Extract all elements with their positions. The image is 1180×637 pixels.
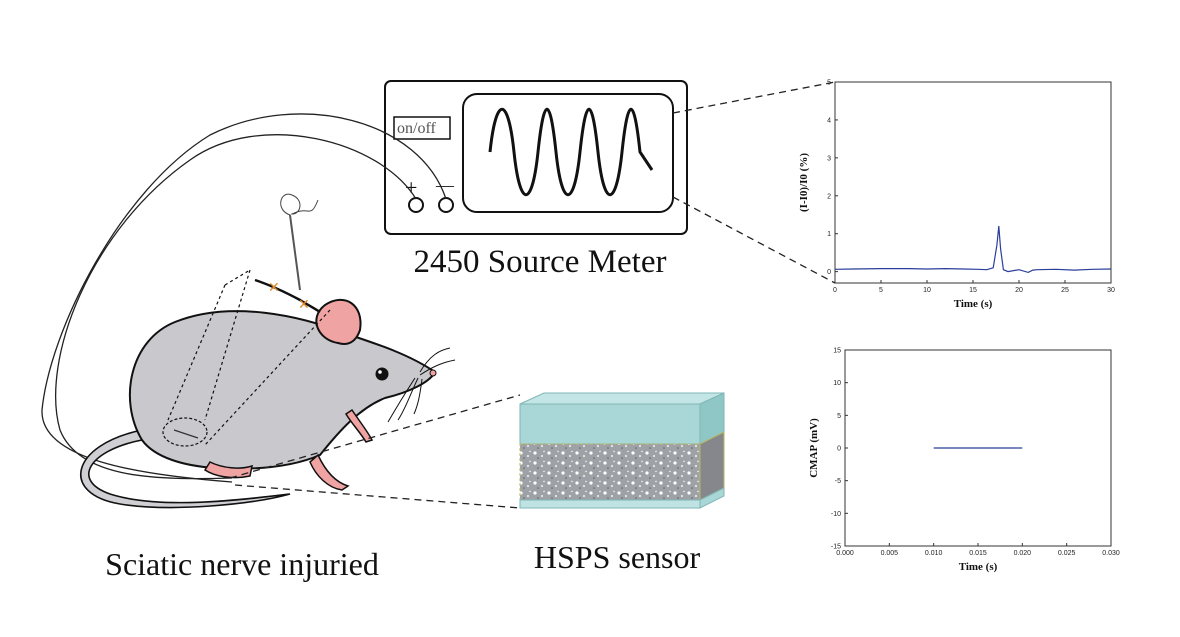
zoom-lines-nerve (167, 269, 331, 446)
implant-site (162, 417, 208, 447)
y-tick-label: 15 (833, 348, 841, 355)
suture-needle (289, 214, 301, 291)
mouse-paw (344, 408, 374, 443)
mouse-tail (80, 429, 291, 509)
hsps-caption: HSPS sensor (534, 539, 701, 575)
sciatic-nerve (254, 278, 321, 314)
x-tick-label: 5 (879, 287, 883, 294)
on-off-switch (393, 116, 451, 140)
mouse-illustration (80, 299, 456, 509)
sensor-top-layer (519, 403, 701, 445)
x-tick-label: 0.015 (969, 550, 987, 557)
source-meter-screen (462, 93, 674, 213)
y-tick-label: -10 (831, 511, 841, 518)
source-meter: on/off + — 2450 Source Meter (384, 80, 688, 280)
mouse-hind-foot (203, 461, 253, 479)
y-tick-label: 0 (827, 269, 831, 276)
x-tick-label: 25 (1061, 287, 1069, 294)
screen-waveform (488, 107, 654, 197)
sciatic-caption: Sciatic nerve injuried (105, 546, 379, 582)
mouse-eye (375, 367, 389, 381)
y-tick-label: 3 (827, 155, 831, 162)
source-meter-caption: 2450 Source Meter (414, 244, 667, 280)
y-tick-label: 0 (837, 446, 841, 453)
y-tick-label: 5 (837, 413, 841, 420)
sensor-bottom-layer (519, 499, 701, 509)
y-tick-label: 5 (827, 80, 831, 87)
nerve-inset: ✕ ✕ (167, 193, 331, 446)
x-tick-label: 0.010 (925, 550, 943, 557)
cmap-chart: 0.000 0.005 0.010 0.015 0.020 0.025 0.030 -15 -1… (808, 348, 1120, 574)
x-tick-label: 0.005 (881, 550, 899, 557)
mouse-whiskers (387, 347, 456, 423)
suture-mark-2: ✕ (298, 297, 310, 313)
y-tick-label: 2 (827, 193, 831, 200)
y-tick-label: 4 (827, 117, 831, 124)
y-axis-label: (I-I0)/I0 (%) (798, 153, 810, 212)
suture-mark-1: ✕ (268, 280, 280, 296)
x-tick-label: 0.020 (1014, 550, 1032, 557)
minus-label: — (435, 175, 455, 195)
mouse-nose (429, 369, 437, 377)
hsps-sensor: HSPS sensor (519, 392, 725, 575)
x-axis-label: Time (s) (959, 561, 998, 573)
series-line (834, 226, 1112, 274)
x-tick-label: 0.000 (836, 550, 854, 557)
x-tick-label: 10 (923, 287, 931, 294)
y-tick-label: -15 (831, 544, 841, 551)
on-off-label: on/off (397, 120, 436, 137)
mouse-front-foot (309, 453, 350, 491)
y-tick-label: 1 (827, 231, 831, 238)
zoom-lines-meter (672, 81, 836, 284)
x-tick-label: 30 (1107, 287, 1115, 294)
negative-terminal (438, 197, 454, 213)
chart1-plot-area (834, 81, 1112, 284)
x-axis-label: Time (s) (954, 298, 993, 310)
plus-label: + (405, 175, 417, 200)
x-tick-label: 0 (833, 287, 837, 294)
x-tick-label: 15 (969, 287, 977, 294)
zoom-lines-sensor (229, 394, 521, 509)
suture-thread (280, 193, 319, 216)
y-tick-label: -5 (835, 478, 841, 485)
positive-terminal (408, 197, 424, 213)
x-tick-label: 0.030 (1102, 550, 1120, 557)
y-axis-label: CMAP (mV) (808, 418, 820, 478)
x-tick-label: 20 (1015, 287, 1023, 294)
x-tick-label: 0.025 (1058, 550, 1076, 557)
mouse-ear (315, 299, 362, 345)
y-tick-label: 10 (833, 380, 841, 387)
sensor-foam-core (519, 443, 701, 501)
